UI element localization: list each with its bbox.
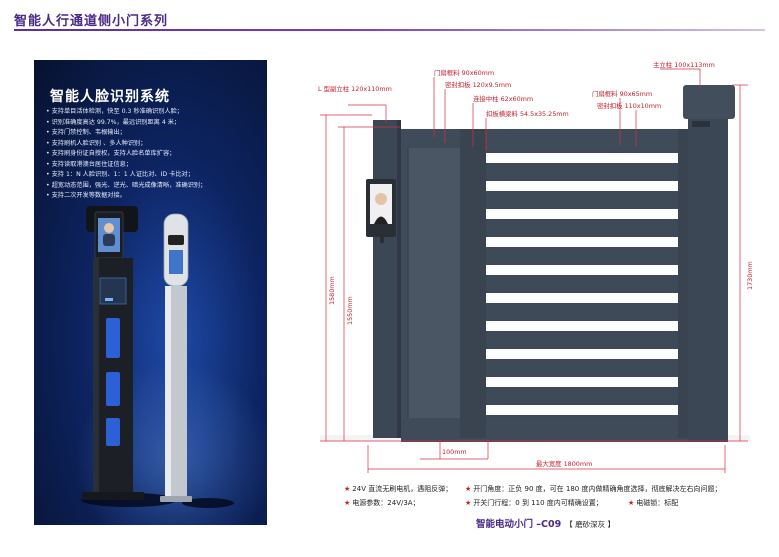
pole-camera (168, 235, 184, 245)
face-recognition-promo-panel: 智能人脸识别系统 • 支持单目活体检测，快至 0.3 秒准确识别人脸； • 识别… (34, 60, 267, 525)
led-strip-3 (106, 418, 120, 446)
l-post (373, 120, 400, 438)
led-strip-1 (106, 318, 120, 358)
face-preview-icon (104, 223, 114, 233)
label-100: 100mm (442, 448, 467, 456)
spec-item: ★开门角度：正负 90 度，可在 180 度内做精确角度选择，彻底解决左右向问题… (465, 485, 722, 493)
slat (486, 293, 678, 303)
leader-l-post (348, 104, 387, 123)
promo-feature: • 识别准确度高达 99.7%，最远识别距离 4 米； (46, 118, 181, 126)
spec-item: ★电磁锁：标配 (628, 499, 679, 507)
pole-shadow (182, 498, 234, 508)
card-reader (99, 277, 127, 305)
label-main-post: 主立柱 100x113mm (653, 60, 715, 69)
pedestal-face-terminal (82, 206, 144, 500)
pole-face-terminal (160, 213, 192, 502)
label-max-width: 最大宽度 1800mm (536, 459, 592, 468)
slatted-panel (486, 148, 678, 418)
slat (486, 321, 678, 331)
slat (486, 377, 678, 387)
slat (486, 237, 678, 247)
l-post-edge (397, 120, 401, 438)
gate-technical-drawing: L 型副立柱 120x110mm 门扇框料 90x60mm 密封扣板 120x9… (318, 60, 754, 473)
label-1550: 1550mm (346, 296, 354, 325)
scanner-body-icon (374, 216, 388, 224)
promo-feature: • 支持单目活体检测，快至 0.3 秒准确识别人脸； (46, 108, 183, 115)
motor-arm (692, 121, 710, 127)
promo-feature: • 支持 1：N 人脸识别、1：1 人证比对、ID 卡比对； (46, 171, 194, 178)
promo-title: 智能人脸识别系统 (50, 89, 170, 105)
terminal-edge (93, 258, 99, 494)
led-strip-2 (106, 372, 120, 406)
right-stile (678, 129, 688, 438)
product-name: 智能电动小门 –C09【 磨砂深灰 】 (476, 519, 616, 530)
card-reader-led (105, 298, 113, 301)
product-color: 【 磨砂深灰 】 (565, 520, 616, 529)
promo-feature: • 支持二次开发等数据对接。 (46, 192, 126, 199)
scanner-face-icon (375, 193, 387, 205)
label-door-frame-2: 门扇框料 90x65mm (592, 89, 652, 98)
pole-screen (169, 250, 183, 274)
star-icon: ★ (465, 485, 472, 493)
slat (486, 209, 678, 219)
star-icon: ★ (628, 499, 635, 507)
dimension-lines (320, 68, 748, 473)
page-title: 智能人行通道侧小门系列 (14, 14, 169, 29)
star-icon: ★ (344, 499, 351, 507)
label-seal-cap: 密封扣板 120x9.5mm (445, 80, 511, 89)
face-preview-body (103, 234, 115, 246)
label-seal-cap-2: 密封扣板 110x10mm (597, 101, 661, 110)
star-icon: ★ (465, 499, 472, 507)
slat (486, 153, 678, 163)
slat (486, 405, 678, 415)
promo-feature: • 支持门禁控制、韦根输出； (46, 129, 126, 136)
pole-highlight (165, 286, 171, 496)
motor-housing (683, 85, 735, 119)
terminal-illustration (81, 206, 234, 508)
leader-main-post (660, 68, 701, 87)
slat (486, 181, 678, 191)
spec-item: ★开关门行程：0 到 110 度内可精确设置； (465, 499, 603, 507)
promo-feature: • 支持刷机人脸识别 、多人种识别； (46, 139, 147, 147)
center-post (460, 129, 486, 438)
spec-item: ★24V 直流无刷电机，遇阻反弹； (344, 485, 453, 493)
label-1730: 1730mm (746, 261, 754, 290)
label-cap-beam: 扣板横梁料 54.5x35.25mm (486, 109, 569, 118)
slat (486, 265, 678, 275)
promo-feature: • 超宽动态范围，强光、逆光、暗光成像清晰，准确识别； (46, 181, 207, 189)
promo-feature: • 支持读取港澳台居住证信息； (46, 160, 133, 168)
main-post (688, 115, 728, 442)
label-connect-post: 连接中柱 62x60mm (473, 94, 533, 103)
slat (486, 349, 678, 359)
star-icon: ★ (344, 485, 351, 493)
promo-feature-list: • 支持单目活体检测，快至 0.3 秒准确识别人脸； • 识别准确度高达 99.… (46, 107, 206, 202)
label-door-frame: 门扇框料 90x60mm (434, 68, 494, 77)
terminal-base (82, 492, 144, 500)
promo-feature: • 支持刷身份证自授权，支持人脸名单库扩容； (46, 150, 176, 157)
gate-face-scanner (366, 179, 396, 243)
slats (486, 153, 678, 415)
spec-item: ★电源参数：24V/3A； (344, 499, 420, 507)
scanner-mount (380, 237, 384, 243)
label-1580: 1580mm (328, 276, 336, 305)
label-l-post: L 型副立柱 120x110mm (318, 84, 392, 93)
left-panel (408, 148, 460, 418)
title-divider (14, 29, 765, 31)
pole-base (160, 496, 192, 502)
